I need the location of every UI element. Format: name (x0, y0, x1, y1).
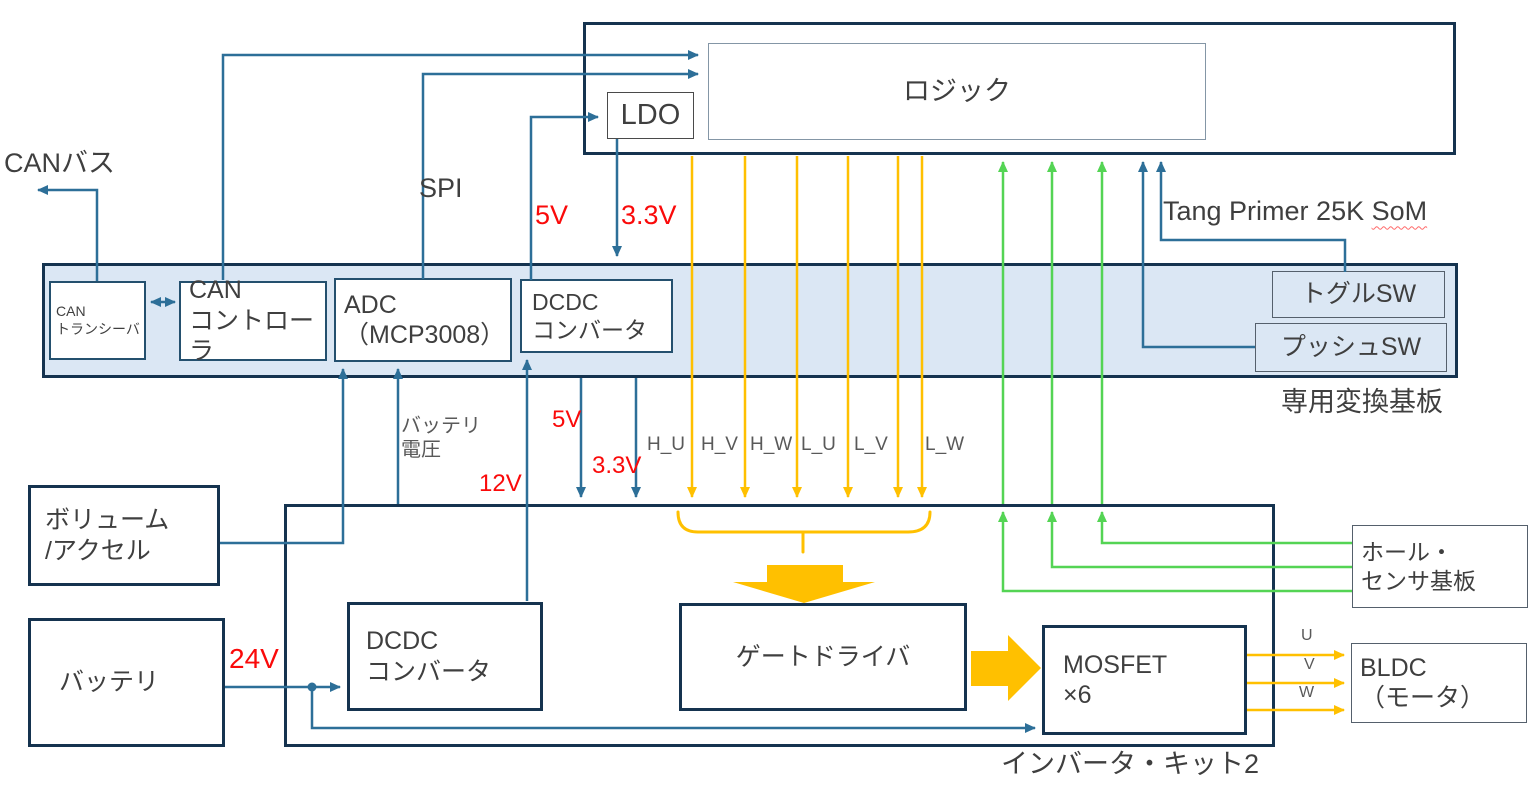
adc-block: ADC （MCP3008） (334, 278, 512, 362)
junction-dot-24v (307, 682, 317, 692)
wire-volume-to-adc (220, 368, 348, 545)
mosfet-label: MOSFET ×6 (1063, 650, 1168, 710)
33v-mid-label: 3.3V (592, 452, 642, 479)
33v-top-label: 3.3V (621, 200, 677, 230)
som-caption: Tang Primer 25K SoM (1163, 163, 1427, 228)
block-arrow-right (971, 635, 1041, 701)
toggle-sw-label: トグルSW (1300, 280, 1417, 309)
inverter-kit-caption: インバータ・キット2 (1001, 749, 1260, 779)
wire-5v-to-ldo (529, 112, 599, 280)
12v-label: 12V (479, 470, 522, 497)
som-caption-som: SoM (1371, 196, 1428, 227)
wire-hall2-to-kit (1047, 511, 1352, 569)
can-transceiver-block: CAN トランシーバ (49, 281, 146, 360)
wire-canbus (37, 185, 99, 281)
volume-accel-block: ボリューム /アクセル (28, 485, 220, 586)
wire-cancontroller-to-logic (221, 50, 699, 280)
green-connectors (998, 161, 1352, 593)
hall-sensor-label: ホール・ センサ基板 (1361, 539, 1476, 594)
wire-pushsw-to-som (1138, 161, 1255, 349)
conversion-board-caption: 専用変換基板 (1281, 387, 1443, 417)
can-controller-label: CAN コントローラ (189, 276, 315, 366)
logic-label: ロジック (903, 76, 1011, 107)
som-caption-text: Tang Primer 25K (1163, 196, 1372, 227)
wire-24v-to-mosfet (310, 687, 1036, 733)
dcdc-board-block: DCDC コンバータ (520, 279, 673, 353)
v-label: V (1304, 656, 1315, 673)
gate-driver-block: ゲートドライバ (679, 603, 967, 711)
wire-adc-to-logic-spi (421, 69, 699, 279)
24v-label: 24V (229, 643, 279, 674)
mosfet-block: MOSFET ×6 (1042, 625, 1247, 735)
dcdc-kit-block: DCDC コンバータ (347, 602, 543, 711)
bldc-block: BLDC （モータ） (1351, 643, 1527, 723)
gather-brace (676, 510, 932, 534)
toggle-sw-block: トグルSW (1272, 271, 1445, 318)
spi-label: SPI (419, 173, 463, 203)
battery-label: バッテリ (59, 668, 160, 697)
gate-driver-label: ゲートドライバ (735, 642, 911, 671)
push-sw-block: プッシュSW (1255, 323, 1447, 372)
phase-lu-label: L_U (801, 434, 836, 455)
dcdc-kit-label: DCDC コンバータ (366, 627, 492, 686)
5v-top-label: 5V (535, 200, 569, 230)
dcdc-board-label: DCDC コンバータ (532, 288, 647, 343)
push-sw-label: プッシュSW (1280, 333, 1422, 362)
volume-accel-label: ボリューム /アクセル (45, 506, 170, 565)
can-controller-block: CAN コントローラ (179, 276, 327, 365)
ldo-label: LDO (620, 98, 681, 131)
phase-lw-label: L_W (925, 434, 965, 455)
phase-hu-label: H_U (647, 434, 686, 455)
blue-connectors (37, 50, 1347, 733)
block-arrow-down (733, 565, 875, 603)
adc-label: ADC （MCP3008） (344, 290, 506, 350)
u-label: U (1301, 627, 1313, 644)
battery-voltage-label: バッテリ 電圧 (401, 415, 481, 461)
wire-hall1-to-kit (998, 511, 1352, 593)
wire-togglesw-to-som (1156, 161, 1347, 272)
battery-block: バッテリ (28, 618, 225, 747)
yellow-connectors (676, 156, 1345, 715)
logic-block: ロジック (708, 43, 1206, 140)
can-transceiver-label: CAN トランシーバ (56, 303, 140, 337)
inverter-kit-frame (284, 504, 1275, 747)
5v-mid-label: 5V (552, 406, 582, 433)
hall-sensor-block: ホール・ センサ基板 (1352, 525, 1528, 608)
bldc-label: BLDC （モータ） (1360, 653, 1486, 713)
phase-hw-label: H_W (750, 434, 793, 455)
phase-hv-label: H_V (701, 434, 738, 455)
ldo-block: LDO (607, 92, 694, 139)
phase-lv-label: L_V (854, 434, 888, 455)
wire-hall3-to-kit (1097, 511, 1352, 545)
can-bus-label: CANバス (4, 148, 116, 178)
w-label: W (1299, 684, 1315, 701)
